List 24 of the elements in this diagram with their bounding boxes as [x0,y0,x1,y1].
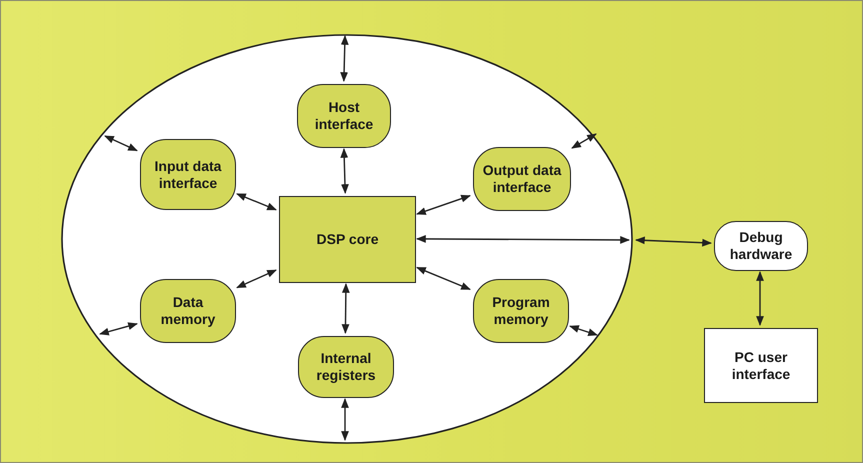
double-arrow [99,322,138,336]
module-box: Output data interface [473,147,571,211]
double-arrow [416,266,471,290]
core-box: DSP core [279,196,416,283]
double-arrow [236,269,277,288]
double-arrow [416,194,471,215]
double-arrow [342,283,350,334]
double-arrow [236,193,277,210]
module-box: Program memory [473,279,569,343]
module-box: Input data interface [140,139,236,210]
double-arrow [571,133,597,149]
double-arrow [341,398,349,441]
double-arrow [756,271,764,326]
pc-box: PC user interface [704,328,818,403]
double-arrow [416,235,630,244]
double-arrow [340,35,349,82]
double-arrow [340,148,349,194]
module-box: Host interface [297,84,391,148]
double-arrow [104,135,138,152]
double-arrow [635,236,712,247]
double-arrow [569,325,598,336]
module-box: Data memory [140,279,236,343]
debug-box: Debug hardware [714,221,808,271]
module-box: Internal registers [298,336,394,398]
